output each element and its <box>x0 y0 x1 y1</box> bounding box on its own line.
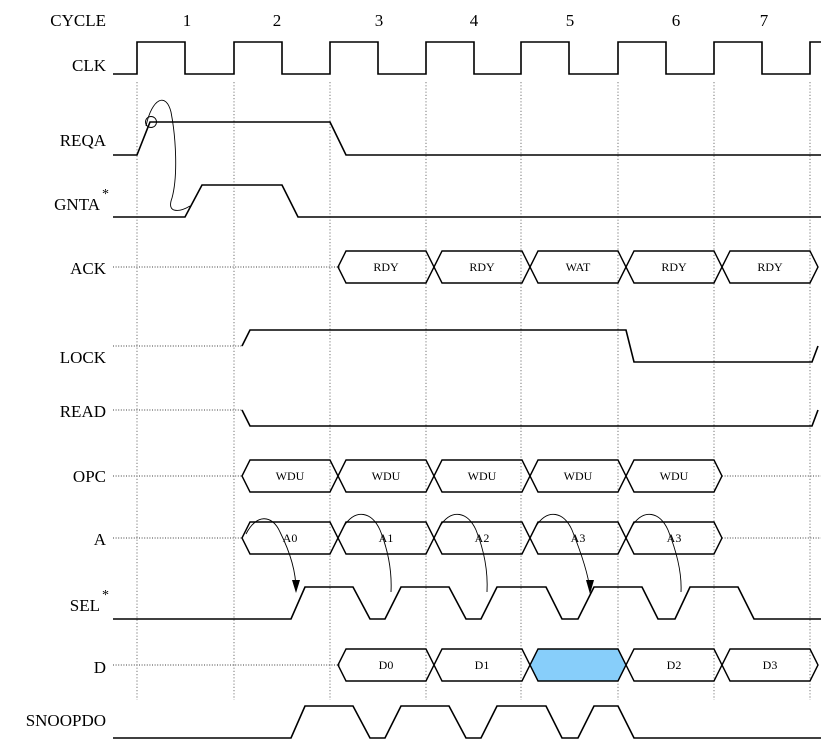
signal-label-read: READ <box>60 402 106 421</box>
signal-label-clk: CLK <box>72 56 107 75</box>
ack-cell-label-2: RDY <box>469 260 495 274</box>
cycle-number-6: 6 <box>672 11 681 30</box>
cycle-number-4: 4 <box>470 11 479 30</box>
signal-label-snoopdo: SNOOPDO <box>26 711 106 730</box>
signal-label-gnta: GNTA <box>54 195 101 214</box>
signal-label-opc: OPC <box>73 467 106 486</box>
signal-label-ack: ACK <box>70 259 107 278</box>
d-cell-label-2: D1 <box>475 658 490 672</box>
signal-label-sel-superscript: * <box>102 588 109 603</box>
a-cell-label-5: A3 <box>667 531 682 545</box>
reqa-waveform <box>113 121 821 156</box>
d-cell-5 <box>721 648 819 682</box>
ack-cell-label-3: WAT <box>566 260 591 274</box>
a1-causality-arc <box>343 514 392 593</box>
cycle-header-label: CYCLE <box>50 11 106 30</box>
a3-causality-arc <box>535 514 591 591</box>
cycle-number-7: 7 <box>760 11 769 30</box>
cycle-boundary-lines <box>136 82 811 700</box>
cycle-number-5: 5 <box>566 11 575 30</box>
ack-cell-label-4: RDY <box>661 260 687 274</box>
a-sel-causality-arrows <box>245 514 682 594</box>
d-cell-3 <box>529 648 627 682</box>
opc-bus: WDU WDU WDU WDU WDU <box>241 459 723 493</box>
d-bus: D0 D1 D2 D3 <box>337 648 819 682</box>
reqa-assert-marker <box>145 116 157 128</box>
lock-waveform <box>241 329 819 363</box>
a3-arrowhead <box>586 580 594 594</box>
signal-label-reqa: REQA <box>60 131 107 150</box>
a0-arrowhead <box>292 580 300 593</box>
gnta-waveform <box>113 184 821 218</box>
snoopdo-waveform <box>113 705 821 739</box>
clk-waveform <box>113 41 821 75</box>
d-cell-label-4: D2 <box>667 658 682 672</box>
a-bus: A0 A1 A2 A3 A3 <box>241 521 723 555</box>
a-cell-label-3: A2 <box>475 531 490 545</box>
signal-label-sel: SEL <box>70 596 100 615</box>
signal-label-a: A <box>94 530 107 549</box>
opc-cell-label-2: WDU <box>372 469 401 483</box>
read-waveform <box>241 409 819 427</box>
signal-label-gnta-superscript: * <box>102 187 109 202</box>
a-cell-label-1: A0 <box>283 531 298 545</box>
ack-bus: RDY RDY WAT RDY RDY <box>337 250 819 284</box>
opc-cell-label-4: WDU <box>564 469 593 483</box>
ack-cell-label-5: RDY <box>757 260 783 274</box>
a0-causality-arc <box>245 518 297 591</box>
cycle-number-3: 3 <box>375 11 384 30</box>
d-cell-label-5: D3 <box>763 658 778 672</box>
signal-labels: CLK REQA GNTA * ACK LOCK READ OPC A SEL … <box>26 56 109 730</box>
cycle-numbers: 1 2 3 4 5 6 7 <box>183 11 769 30</box>
ack-cell-5 <box>721 250 819 284</box>
a3b-causality-arc <box>631 514 682 593</box>
opc-cell-5 <box>625 459 723 493</box>
opc-cell-label-5: WDU <box>660 469 689 483</box>
opc-cell-label-1: WDU <box>276 469 305 483</box>
signal-label-d: D <box>94 658 106 677</box>
a2-causality-arc <box>439 514 488 593</box>
ack-cell-label-1: RDY <box>373 260 399 274</box>
signal-label-lock: LOCK <box>60 348 107 367</box>
opc-cell-label-3: WDU <box>468 469 497 483</box>
cycle-number-2: 2 <box>273 11 282 30</box>
a-cell-label-2: A1 <box>379 531 394 545</box>
d-cell-label-1: D0 <box>379 658 394 672</box>
sel-waveform <box>113 586 821 620</box>
reqa-gnta-causality-arrow <box>145 99 191 211</box>
a-cell-5 <box>625 521 723 555</box>
cycle-number-1: 1 <box>183 11 192 30</box>
a-cell-label-4: A3 <box>571 531 586 545</box>
